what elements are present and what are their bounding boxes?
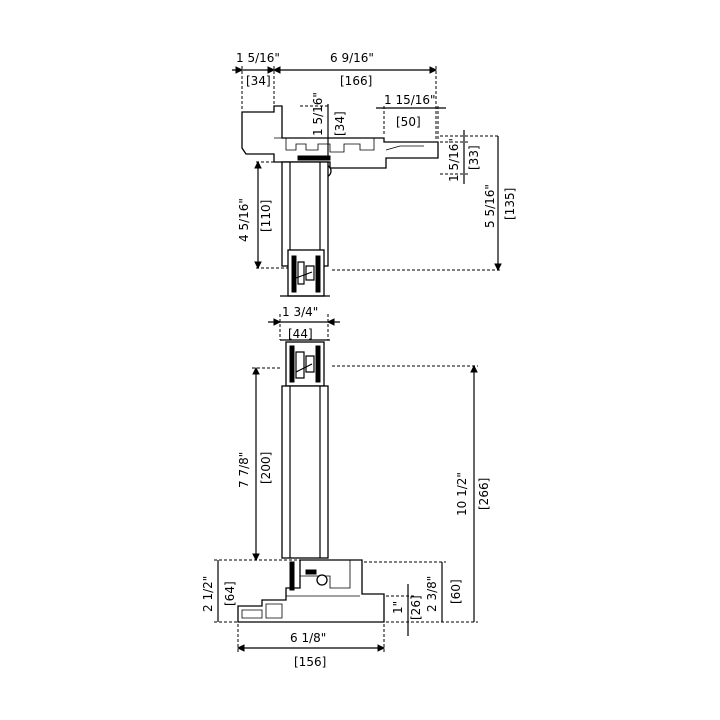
head-section — [241, 105, 439, 297]
dim-head-right-height-mm: [33] — [467, 145, 481, 170]
dimension-labels: 1 5/16" [34] 6 9/16" [166] 1 15/16" [50]… — [201, 51, 517, 669]
dim-sill-right-height-mm: [60] — [449, 579, 463, 604]
dim-head-inner-height: 1 5/16" — [311, 92, 325, 136]
dim-sill-sash-height: 7 7/8" — [237, 452, 251, 488]
dim-sash-thickness: 1 3/4" — [282, 305, 318, 319]
dim-sill-total-height: 10 1/2" — [455, 472, 469, 516]
dim-head-total-height: 5 5/16" — [483, 184, 497, 228]
dim-sill-total-height-mm: [266] — [477, 478, 491, 510]
dim-head-sash-height: 4 5/16" — [237, 198, 251, 242]
head-dimensions — [232, 66, 502, 272]
dim-head-total-height-mm: [135] — [503, 188, 517, 220]
dim-sill-depth: 6 1/8" — [290, 631, 326, 645]
dim-sill-left-height-mm: [64] — [223, 581, 237, 606]
dim-head-stop-width-mm: [50] — [396, 115, 421, 129]
sash-thickness-dimension — [268, 314, 340, 340]
dim-sash-thickness-mm: [44] — [288, 327, 313, 341]
dim-head-stop-width: 1 15/16" — [384, 93, 436, 107]
dim-sill-right-height: 2 3/8" — [425, 576, 439, 612]
dim-sill-left-height: 2 1/2" — [201, 576, 215, 612]
sill-frame — [237, 559, 385, 623]
dim-head-left-width: 1 5/16" — [236, 51, 280, 65]
head-frame — [241, 105, 439, 169]
dim-sill-sash-height-mm: [200] — [259, 452, 273, 484]
dim-head-sash-height-mm: [110] — [259, 200, 273, 232]
dim-head-depth: 6 9/16" — [330, 51, 374, 65]
sill-section — [237, 339, 385, 623]
sill-dimensions — [214, 364, 478, 652]
dim-sill-nose-height: 1" — [391, 601, 405, 614]
lower-sash-frame — [281, 385, 329, 559]
dim-head-left-width-mm: [34] — [246, 74, 271, 88]
dim-sill-depth-mm: [156] — [294, 655, 326, 669]
dim-head-depth-mm: [166] — [340, 74, 372, 88]
dim-sill-nose-height-mm: [26] — [409, 595, 423, 620]
dim-head-inner-height-mm: [34] — [333, 111, 347, 136]
dim-head-right-height: 1 5/16" — [447, 138, 461, 182]
